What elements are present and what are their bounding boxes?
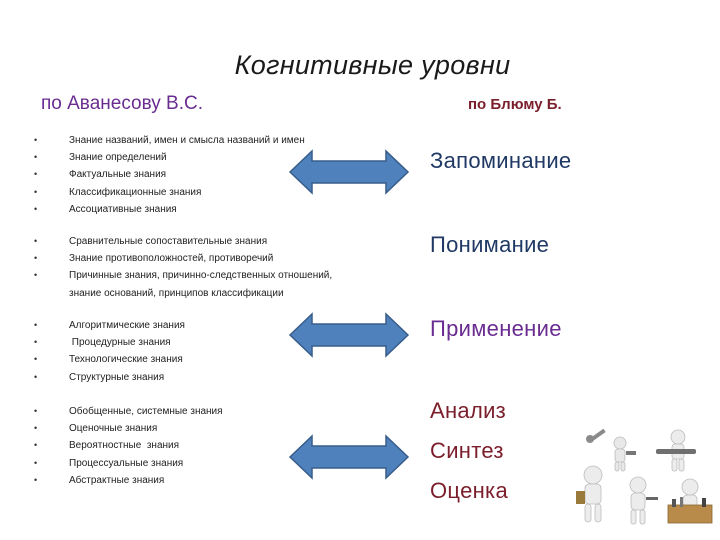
level-synthesize: Синтез <box>430 438 504 463</box>
level-apply: Применение <box>430 316 562 341</box>
bullet-icon: • <box>34 440 38 451</box>
list-item: •Знание противоположностей, противоречий <box>34 250 374 267</box>
bullet-icon: • <box>34 203 38 214</box>
list-item: •Абстрактные знания <box>34 472 374 489</box>
bullet-icon: • <box>34 406 38 416</box>
double-arrow-icon <box>288 434 410 480</box>
bullet-icon: • <box>34 320 38 330</box>
bullet-icon: • <box>34 253 38 264</box>
knowledge-group-3: •Алгоритмические знания • Процедурные зн… <box>34 317 374 386</box>
level-understand: Понимание <box>430 232 550 257</box>
people-with-tools-icon <box>576 428 713 525</box>
knowledge-group-4: •Обобщенные, системные знания •Оценочные… <box>34 403 374 489</box>
list-item: •Знание названий, имен и смысла названий… <box>34 132 374 149</box>
list-item: •Фактуальные знания <box>34 166 374 183</box>
level-evaluate: Оценка <box>430 478 508 503</box>
list-item: •Структурные знания <box>34 369 374 386</box>
left-header: по Аванесову В.С. <box>41 93 204 114</box>
list-item: •Ассоциативные знания <box>34 201 374 218</box>
list-item: • Процедурные знания <box>34 334 374 351</box>
bullet-icon: • <box>34 135 38 145</box>
list-item: •Причинные знания, причинно-следственных… <box>34 267 374 284</box>
right-header: по Блюму Б. <box>468 96 562 113</box>
list-item: •Вероятностные знания <box>34 437 374 454</box>
list-item-continuation: знание оснований, принципов классификаци… <box>69 287 284 299</box>
slide-title: Когнитивные уровни <box>234 50 511 80</box>
list-item: •Процессуальные знания <box>34 455 374 472</box>
level-analyze: Анализ <box>430 398 507 423</box>
knowledge-group-2: •Сравнительные сопоставительные знания •… <box>34 233 374 302</box>
list-item: •Технологические знания <box>34 351 374 368</box>
list-item: •Знание определений <box>34 149 374 166</box>
bullet-icon: • <box>34 169 38 180</box>
bullet-icon: • <box>34 457 38 468</box>
list-item: •Сравнительные сопоставительные знания <box>34 233 374 250</box>
list-item: •Классификационные знания <box>34 184 374 201</box>
bullet-icon: • <box>34 337 38 348</box>
double-arrow-icon <box>288 149 410 195</box>
knowledge-group-1: •Знание названий, имен и смысла названий… <box>34 132 374 218</box>
bullet-icon: • <box>34 423 38 434</box>
level-remember: Запоминание <box>430 148 572 173</box>
bullet-icon: • <box>34 474 38 485</box>
list-item: •Оценочные знания <box>34 420 374 437</box>
list-item: •Алгоритмические знания <box>34 317 374 334</box>
bullet-icon: • <box>34 270 38 281</box>
bullet-icon: • <box>34 152 38 163</box>
bullet-icon: • <box>34 354 38 365</box>
list-item: •Обобщенные, системные знания <box>34 403 374 420</box>
bullet-icon: • <box>34 236 38 246</box>
bullet-icon: • <box>34 371 38 382</box>
bullet-icon: • <box>34 186 38 197</box>
double-arrow-icon <box>288 312 410 358</box>
